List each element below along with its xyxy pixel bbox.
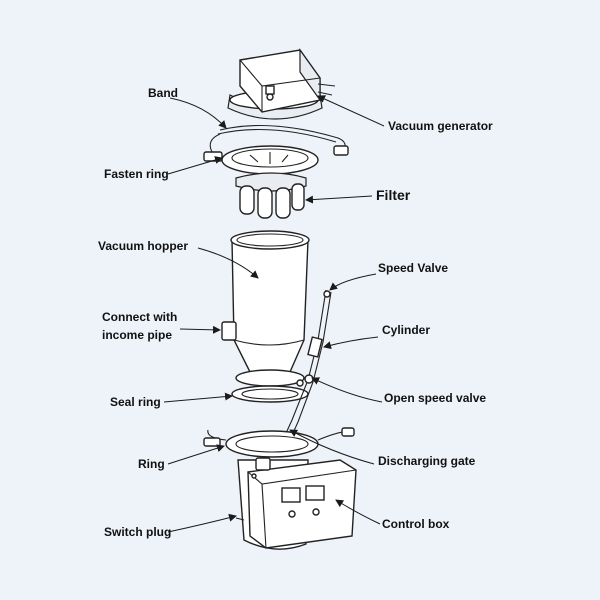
label-band: Band [148, 86, 178, 100]
label-speed-valve: Speed Valve [378, 261, 448, 275]
label-seal-ring: Seal ring [110, 395, 161, 409]
label-switch-plug: Switch plug [104, 525, 171, 539]
vacuum-hopper-part [221, 230, 310, 387]
vacuum-generator-part [227, 48, 336, 120]
ring-part [203, 427, 355, 458]
filter-part [235, 172, 307, 219]
band-part [203, 124, 349, 162]
label-ring: Ring [138, 457, 165, 471]
leader-lines [163, 95, 385, 533]
label-vacuum-generator: Vacuum generator [388, 119, 493, 133]
label-filter: Filter [376, 187, 411, 203]
label-open-speed-valve: Open speed valve [384, 391, 486, 405]
label-control-box: Control box [382, 517, 450, 531]
label-income-pipe: income pipe [102, 328, 172, 342]
control-box-part [235, 457, 357, 550]
labels: Band Vacuum generator Fasten ring Filter… [98, 86, 493, 539]
fasten-ring-part [221, 145, 319, 175]
label-connect-with: Connect with [102, 310, 177, 324]
label-fasten-ring: Fasten ring [104, 167, 169, 181]
label-discharging-gate: Discharging gate [378, 454, 476, 468]
seal-ring-part [231, 385, 309, 403]
label-cylinder: Cylinder [382, 323, 430, 337]
label-vacuum-hopper: Vacuum hopper [98, 239, 188, 253]
